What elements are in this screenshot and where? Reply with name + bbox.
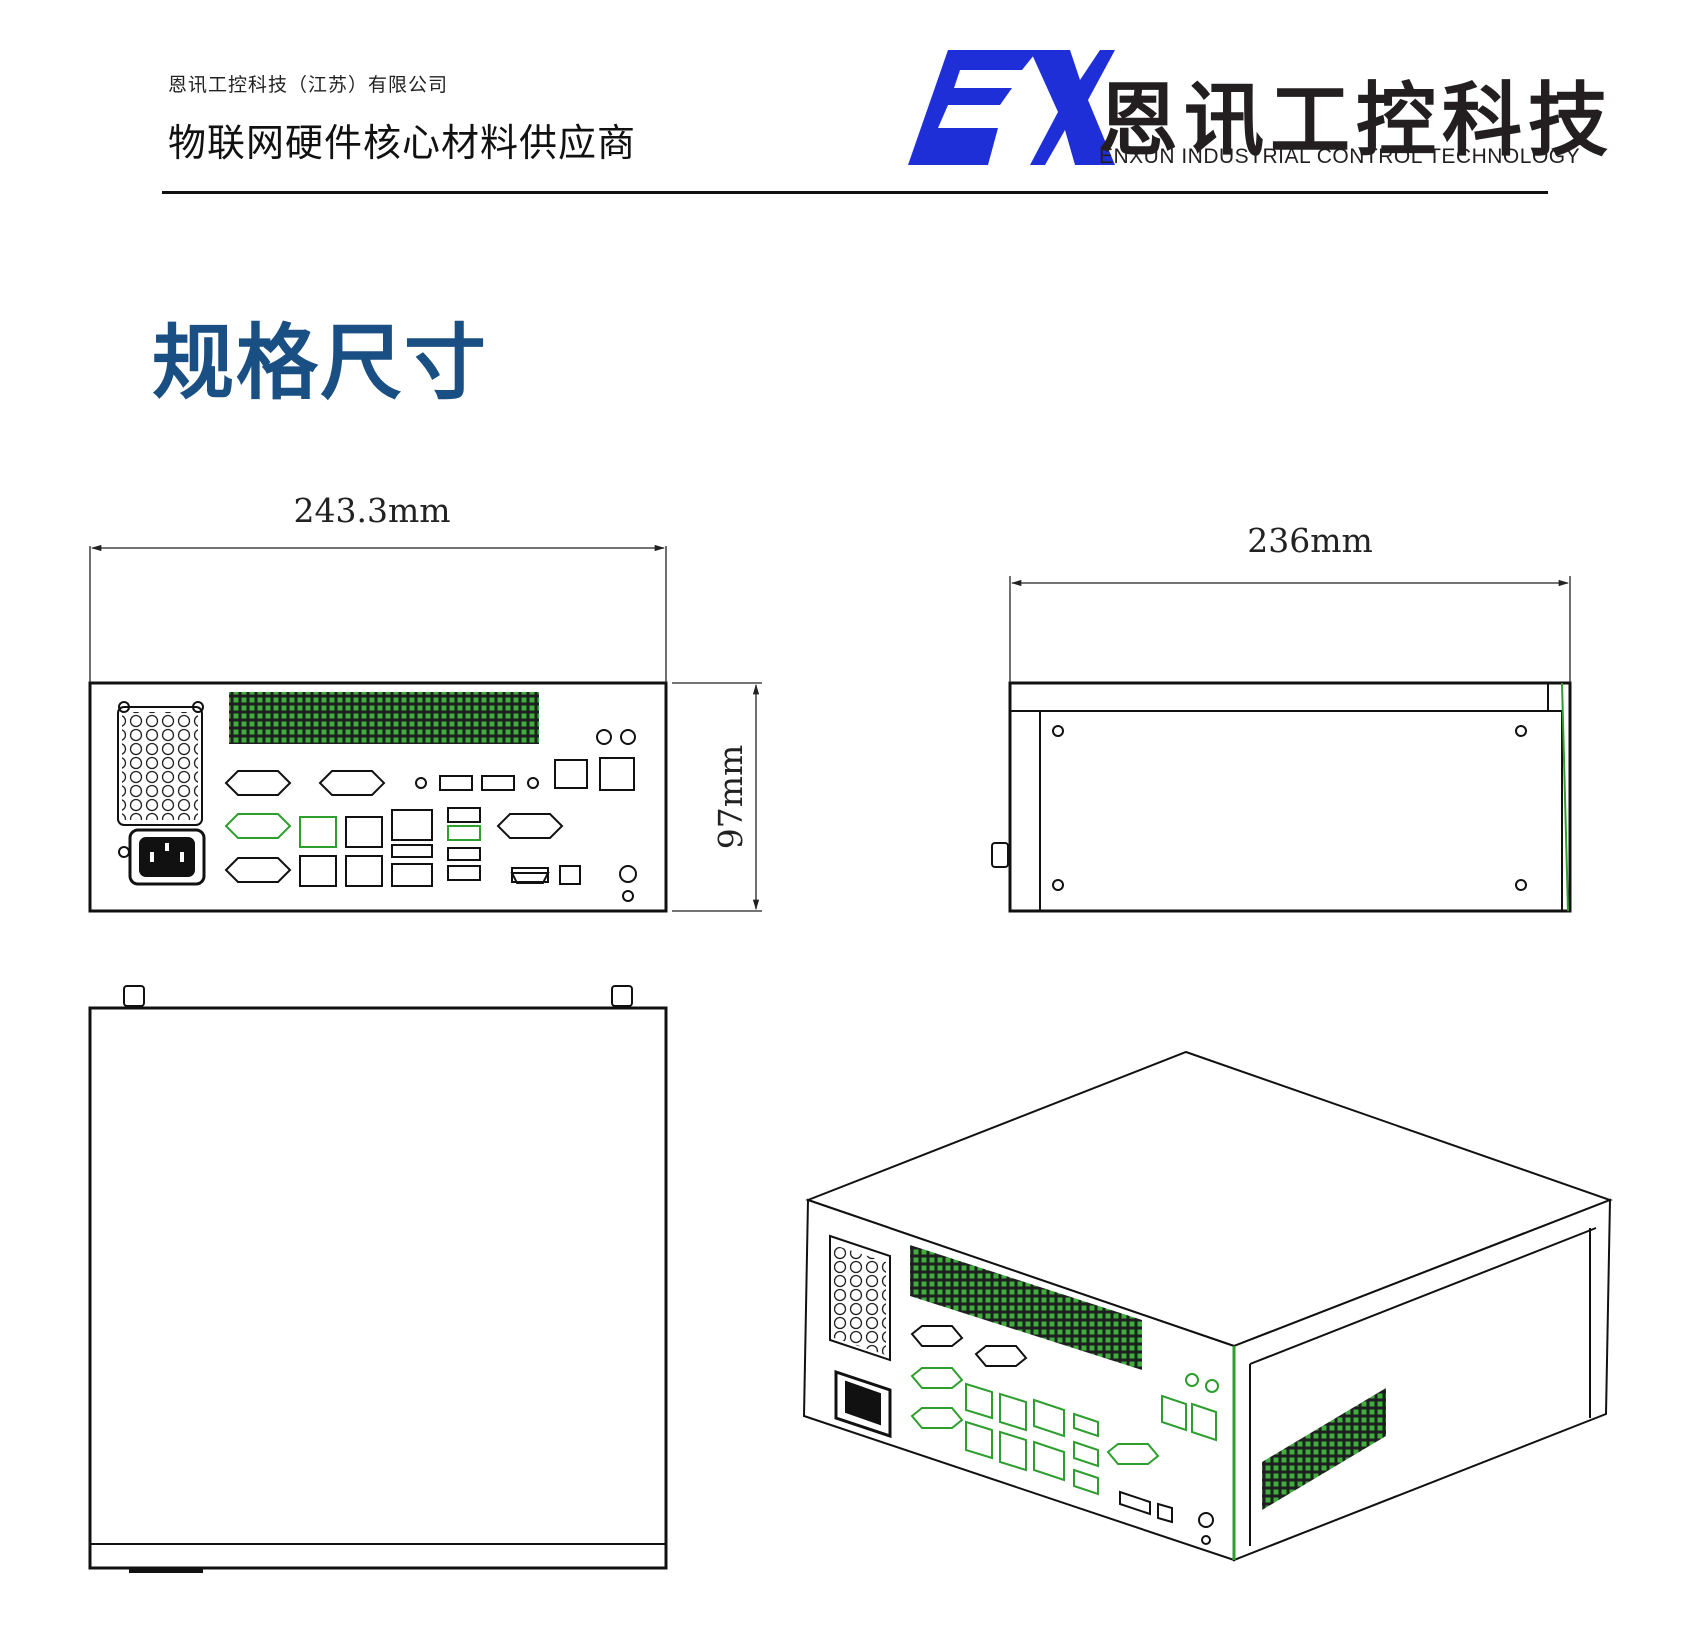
- front-width-label: 243.3mm: [293, 491, 450, 530]
- brand-name-en: ENXUN INDUSTRIAL CONTROL TECHNOLOGY: [1099, 145, 1581, 168]
- front-height-dimension: [672, 682, 762, 912]
- side-view: [991, 681, 1572, 913]
- brand-name-cn: 恩讯工控科技: [1098, 74, 1614, 167]
- front-height-label: 97mm: [711, 745, 750, 850]
- front-vent-grille: [229, 692, 539, 744]
- section-title: 规格尺寸: [152, 316, 489, 411]
- header-divider: [162, 191, 1548, 194]
- side-depth-dimension: [1009, 576, 1571, 683]
- isometric-view: [802, 1050, 1613, 1562]
- front-width-dimension: [89, 544, 667, 683]
- side-depth-label: 236mm: [1247, 521, 1373, 560]
- company-slogan: 物联网硬件核心材料供应商: [168, 121, 637, 165]
- front-view: [88, 681, 668, 913]
- top-view: [88, 985, 668, 1573]
- ac-power-inlet: [128, 828, 206, 886]
- company-name: 恩讯工控科技（江苏）有限公司: [168, 74, 449, 96]
- brand-logo-mark: [908, 50, 1115, 165]
- psu-fan-grille: [117, 706, 203, 826]
